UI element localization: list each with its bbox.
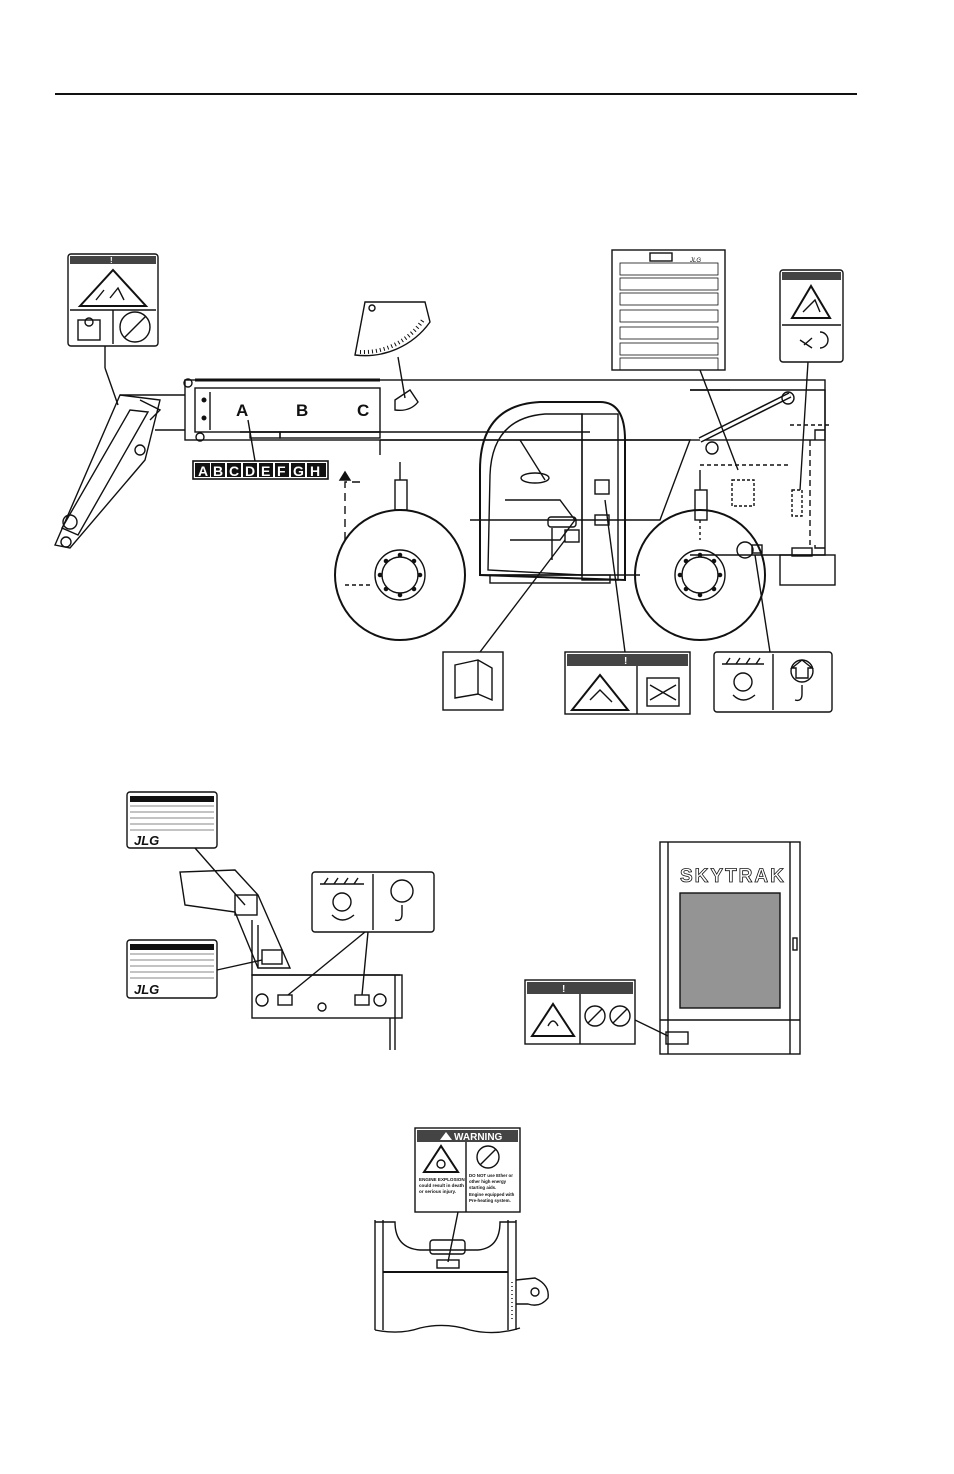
extension-scale-decal: A B C D E F G H (193, 420, 328, 479)
tiedown-lift-decal-middle (288, 872, 434, 995)
boom-letter-c: C (357, 401, 369, 420)
scale-letter-h: H (310, 463, 320, 479)
svg-text:!: ! (624, 656, 627, 667)
boom-letter-b: B (296, 401, 308, 420)
cab-rear-view: SKYTRAK (660, 842, 800, 1054)
scale-letter-e: E (261, 463, 270, 479)
engine-explosion-line-2: could result in death (419, 1183, 464, 1188)
serial-plate-decal-lower: JLG (127, 940, 262, 998)
tiedown-lift-decal-top (714, 555, 832, 712)
ether-line-1: DO NOT use Ether or (469, 1173, 513, 1178)
serial-plate-decal-upper: JLG (127, 792, 245, 905)
boom-letter-a: A (236, 401, 248, 420)
jlg-logo: JLG (134, 833, 159, 848)
no-smoking-warning-decal: ! (525, 980, 668, 1044)
operator-crush-warning-decal: ! (565, 500, 690, 714)
ether-line-2: other high energy (469, 1179, 507, 1184)
engine-explosion-line-3: or serious injury. (419, 1189, 456, 1194)
ether-line-4: Engine equipped with (469, 1192, 515, 1197)
controls-decal: JLG (612, 250, 738, 470)
crush-hazard-decal-left: ! (68, 254, 158, 405)
scale-letter-f: F (277, 463, 286, 479)
jlg-logo-lower: JLG (134, 982, 159, 997)
scale-letter-a: A (198, 463, 208, 479)
ether-line-5: Pre-heating system. (469, 1198, 511, 1203)
scale-letter-c: C (229, 463, 239, 479)
cab-logo: SKYTRAK (680, 866, 786, 887)
boom-angle-indicator-decal (355, 302, 430, 410)
operator-manual-decal (443, 540, 565, 710)
alert-symbol: ! (110, 256, 113, 265)
engine-explosion-line-1: ENGINE EXPLOSION (419, 1177, 465, 1182)
scale-letter-d: D (245, 463, 255, 479)
scale-letter-g: G (293, 463, 304, 479)
ether-line-3: starting aids. (469, 1185, 496, 1190)
scale-letter-b: B (213, 463, 223, 479)
warning-header: WARNING (454, 1132, 503, 1143)
svg-text:!: ! (562, 984, 565, 995)
engine-hood-view (375, 1220, 548, 1333)
